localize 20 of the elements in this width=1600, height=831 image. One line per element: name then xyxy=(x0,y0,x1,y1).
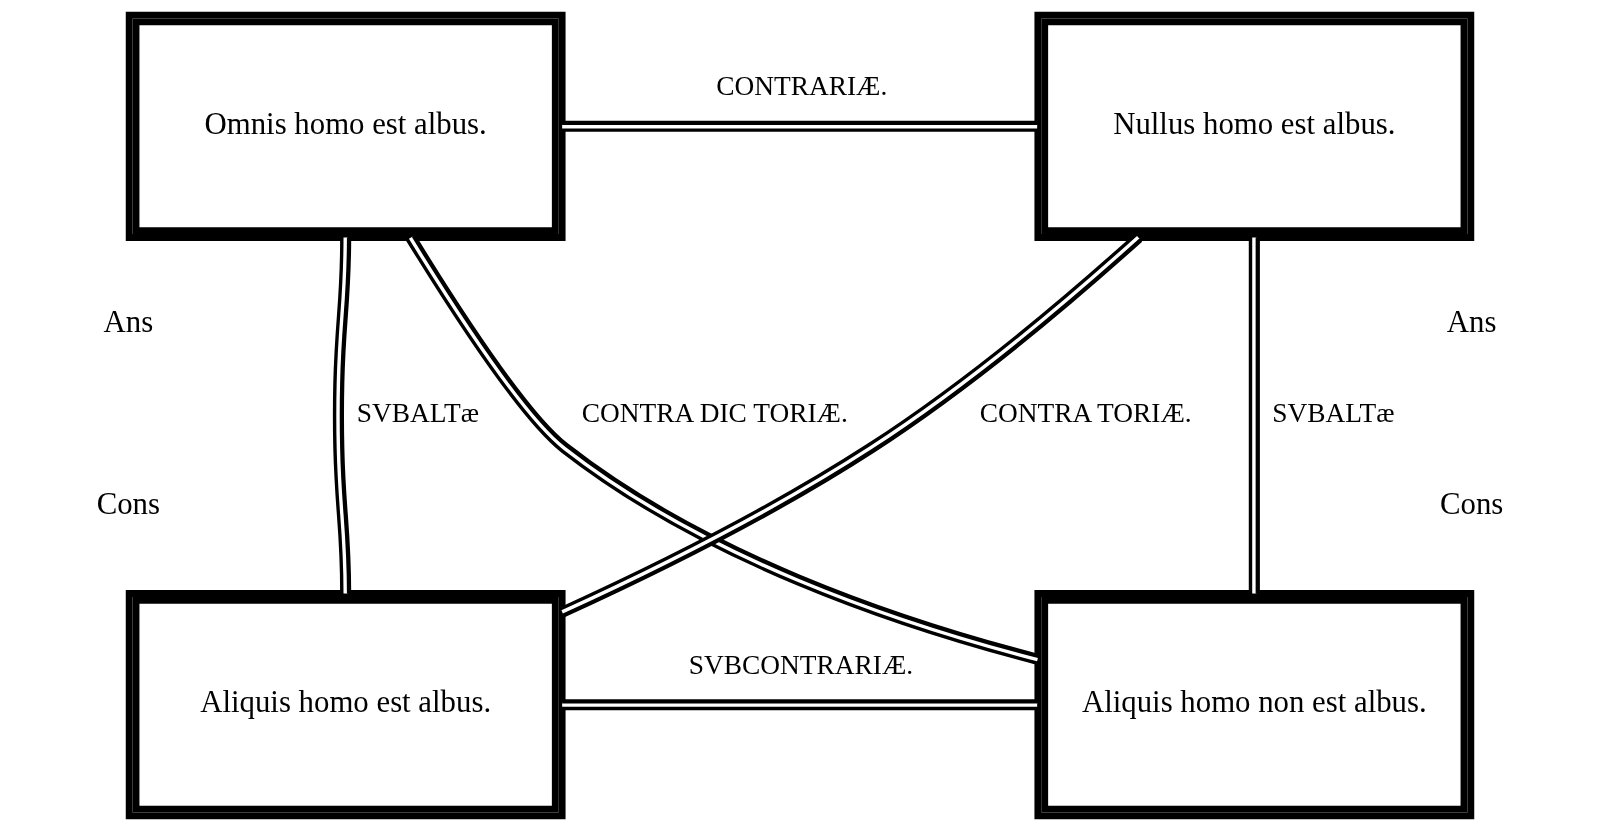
label: Ans xyxy=(1446,305,1497,340)
edge-label: CONTRA TORIÆ. xyxy=(979,398,1192,428)
label: Ans xyxy=(103,305,154,340)
edge-label: CONTRA DIC TORIÆ. xyxy=(581,398,848,428)
connector xyxy=(562,699,1038,711)
edge-label: SVBCONTRARIÆ. xyxy=(688,649,914,680)
node-box: Aliquis homo est albus. xyxy=(125,590,566,820)
connector xyxy=(406,234,1039,665)
edge-label: CONTRARIÆ. xyxy=(716,71,888,102)
connector xyxy=(332,237,352,594)
edge-label: SVBALTæ xyxy=(356,398,479,428)
node-box: Nullus homo est albus. xyxy=(1034,11,1475,241)
connector xyxy=(562,120,1038,132)
connector xyxy=(1248,237,1260,594)
label: Cons xyxy=(1440,486,1504,521)
connector xyxy=(560,233,1143,618)
label: Cons xyxy=(96,486,160,521)
edge-label: SVBALTæ xyxy=(1272,398,1395,428)
node-box: Omnis homo est albus. xyxy=(125,11,566,241)
node-box: Aliquis homo non est albus. xyxy=(1034,590,1475,820)
